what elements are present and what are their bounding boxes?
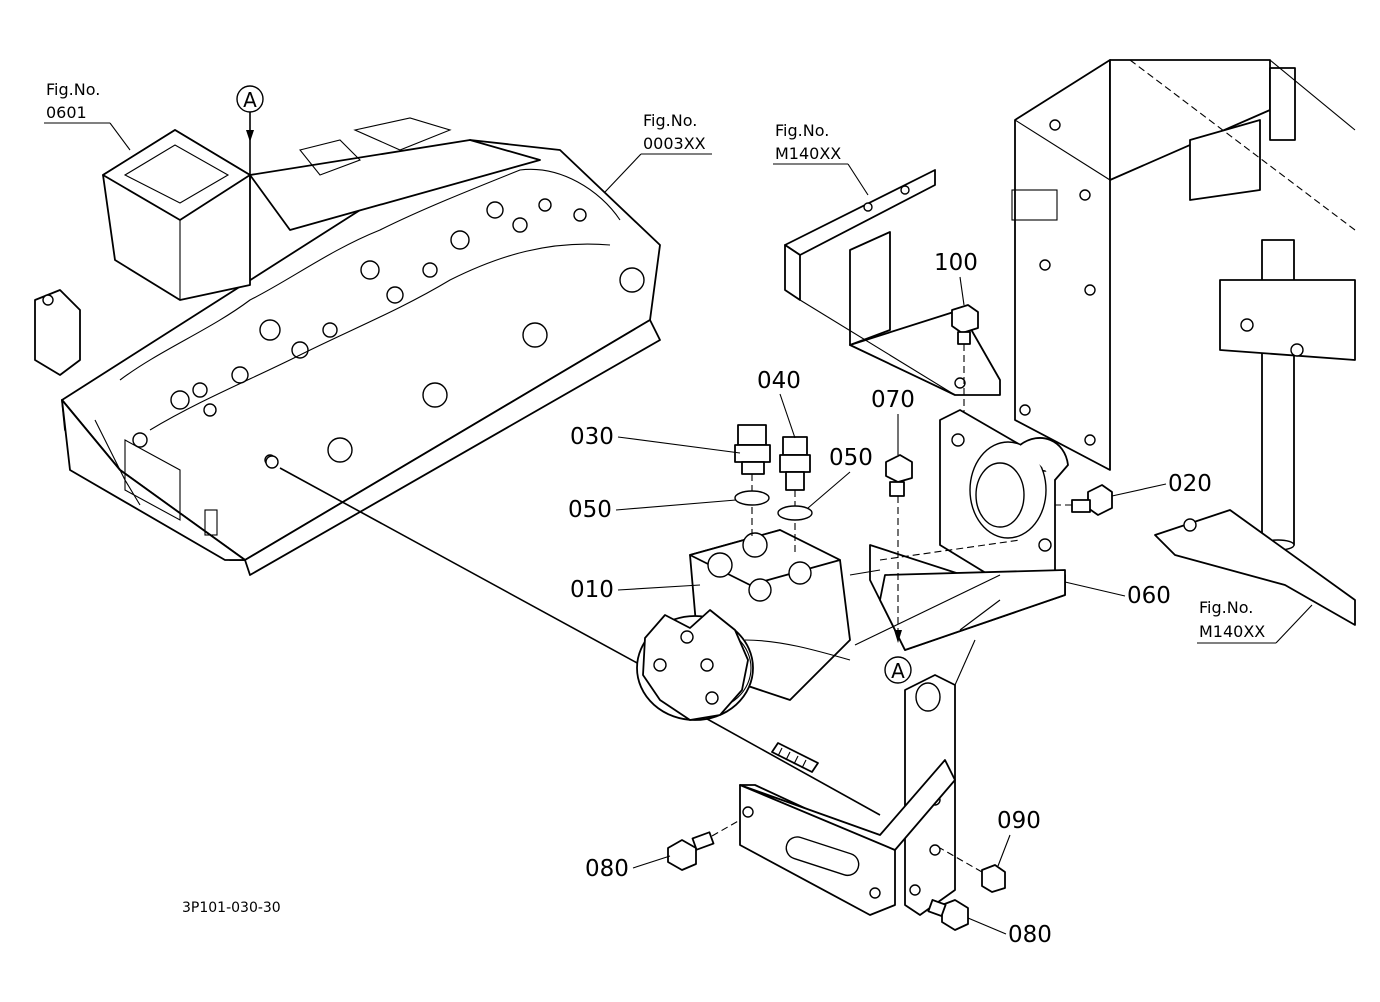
steering-unit-010-drawing: [636, 529, 851, 721]
svg-text:070: 070: [871, 387, 915, 413]
callout-030[interactable]: 030: [570, 424, 741, 454]
stud-drawing: [771, 742, 819, 773]
bolt-100-drawing: [951, 304, 979, 420]
svg-text:050: 050: [568, 497, 612, 523]
marker-a-bottom: A: [884, 656, 912, 684]
svg-text:040: 040: [757, 368, 801, 394]
svg-text:M140XX: M140XX: [1199, 622, 1265, 641]
callout-060[interactable]: 060: [1064, 581, 1171, 609]
svg-text:080: 080: [585, 856, 629, 882]
bolt-070-drawing: [885, 454, 913, 643]
callout-050-left[interactable]: 050: [568, 497, 737, 523]
svg-text:Fig.No.: Fig.No.: [643, 111, 697, 130]
fasteners-080-090-drawing: [667, 819, 1006, 931]
frame-structure: [1011, 59, 1356, 626]
svg-text:Fig.No.: Fig.No.: [46, 80, 100, 99]
marker-a-top: A: [236, 85, 264, 180]
mount-bracket-drawing: [739, 599, 1001, 916]
callout-040[interactable]: 040: [757, 368, 801, 439]
svg-text:100: 100: [934, 250, 978, 276]
svg-text:0601: 0601: [46, 103, 87, 122]
svg-text:030: 030: [570, 424, 614, 450]
bolt-020-drawing: [1055, 484, 1113, 516]
head-gasket-holes: [132, 198, 645, 466]
fig-ref-m140xx-right[interactable]: Fig.No. M140XX: [1197, 598, 1313, 644]
svg-text:090: 090: [997, 808, 1041, 834]
svg-text:A: A: [891, 659, 905, 683]
callout-010[interactable]: 010: [570, 577, 701, 603]
callout-090[interactable]: 090: [997, 808, 1041, 867]
diagram-code: 3P101-030-30: [182, 900, 281, 916]
fittings-drawing: [734, 424, 813, 555]
assembly-line-stud: [699, 714, 881, 816]
svg-text:Fig.No.: Fig.No.: [1199, 598, 1253, 617]
callout-080-right[interactable]: 080: [967, 917, 1052, 948]
callout-070[interactable]: 070: [871, 387, 915, 455]
svg-text:080: 080: [1008, 922, 1052, 948]
svg-text:020: 020: [1168, 471, 1212, 497]
bracket-060-drawing: [849, 409, 1069, 651]
cylinder-head-drawing: [34, 117, 661, 576]
svg-text:050: 050: [829, 445, 873, 471]
callout-020[interactable]: 020: [1111, 471, 1212, 497]
svg-text:060: 060: [1127, 583, 1171, 609]
callout-100[interactable]: 100: [934, 250, 978, 306]
frame-bracket-top: [784, 169, 1001, 396]
svg-text:M140XX: M140XX: [775, 144, 841, 163]
fig-ref-0601[interactable]: Fig.No. 0601: [44, 80, 131, 151]
svg-text:A: A: [243, 88, 257, 112]
svg-text:0003XX: 0003XX: [643, 134, 706, 153]
assembly-line-head-to-stud: [279, 467, 651, 671]
svg-text:010: 010: [570, 577, 614, 603]
callout-080-left[interactable]: 080: [585, 855, 671, 882]
fig-ref-0003xx[interactable]: Fig.No. 0003XX: [604, 111, 712, 193]
callout-050-right[interactable]: 050: [807, 445, 873, 509]
svg-text:Fig.No.: Fig.No.: [775, 121, 829, 140]
fig-ref-m140xx-top[interactable]: Fig.No. M140XX: [773, 121, 869, 196]
